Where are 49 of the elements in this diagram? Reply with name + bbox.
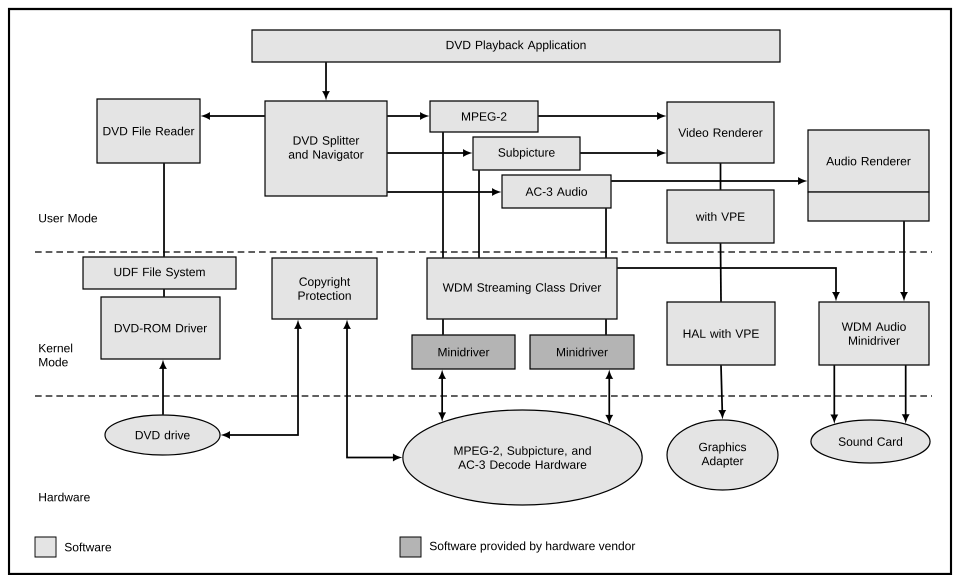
connector-line — [478, 170, 480, 258]
connector-line — [720, 244, 722, 302]
component-box: DVD File Reader — [96, 98, 201, 164]
arrow — [831, 366, 838, 422]
component-box: Minidriver — [529, 334, 635, 370]
arrow — [222, 322, 302, 438]
arrow — [388, 188, 500, 196]
component-box: DVD-ROM Driver — [100, 296, 221, 360]
connector-line — [163, 164, 165, 256]
connector-line — [442, 320, 444, 334]
component-box: WDM Streaming Class Driver — [426, 257, 618, 320]
arrow — [902, 366, 909, 422]
arrow — [606, 372, 613, 422]
connector-line — [605, 208, 607, 258]
component-box: with VPE — [666, 189, 775, 244]
arrow — [538, 112, 664, 120]
legend-text: Software — [64, 542, 112, 552]
arrow — [719, 366, 726, 418]
connector-line — [163, 290, 165, 296]
arrow — [160, 362, 166, 414]
arrow — [388, 112, 428, 120]
component-box: Subpicture — [472, 136, 581, 171]
arrow — [580, 150, 664, 156]
arrow — [322, 62, 330, 98]
connector-line — [720, 164, 722, 190]
component-box: MPEG-2 — [429, 100, 539, 133]
arrow — [900, 222, 908, 300]
component-box: AC-3 Audio — [501, 174, 612, 209]
component-box: Minidriver — [411, 334, 516, 370]
arrow — [612, 178, 806, 184]
legend-text: Software provided by hardware vendor — [430, 541, 636, 553]
component-box: DVD Splitter and Navigator — [264, 100, 388, 197]
connector-line — [442, 132, 444, 258]
component-box: WDM Audio Minidriver — [818, 301, 930, 366]
mode-label: Kernel Mode — [39, 344, 72, 366]
arrow — [438, 372, 446, 420]
arrow — [202, 112, 264, 120]
connector-line — [605, 320, 607, 334]
component-box: Copyright Protection — [271, 257, 378, 320]
component-box — [807, 191, 930, 222]
component-box: HAL with VPE — [666, 301, 776, 366]
arrow — [388, 150, 470, 156]
arrow — [344, 322, 400, 461]
component-box: UDF File System — [82, 256, 237, 290]
arrow — [618, 267, 840, 300]
component-box: Video Renderer — [666, 101, 775, 164]
component-box: DVD Playback Application — [251, 29, 781, 63]
mode-label: User Mode — [39, 214, 98, 222]
mode-label: Hardware — [39, 492, 90, 502]
